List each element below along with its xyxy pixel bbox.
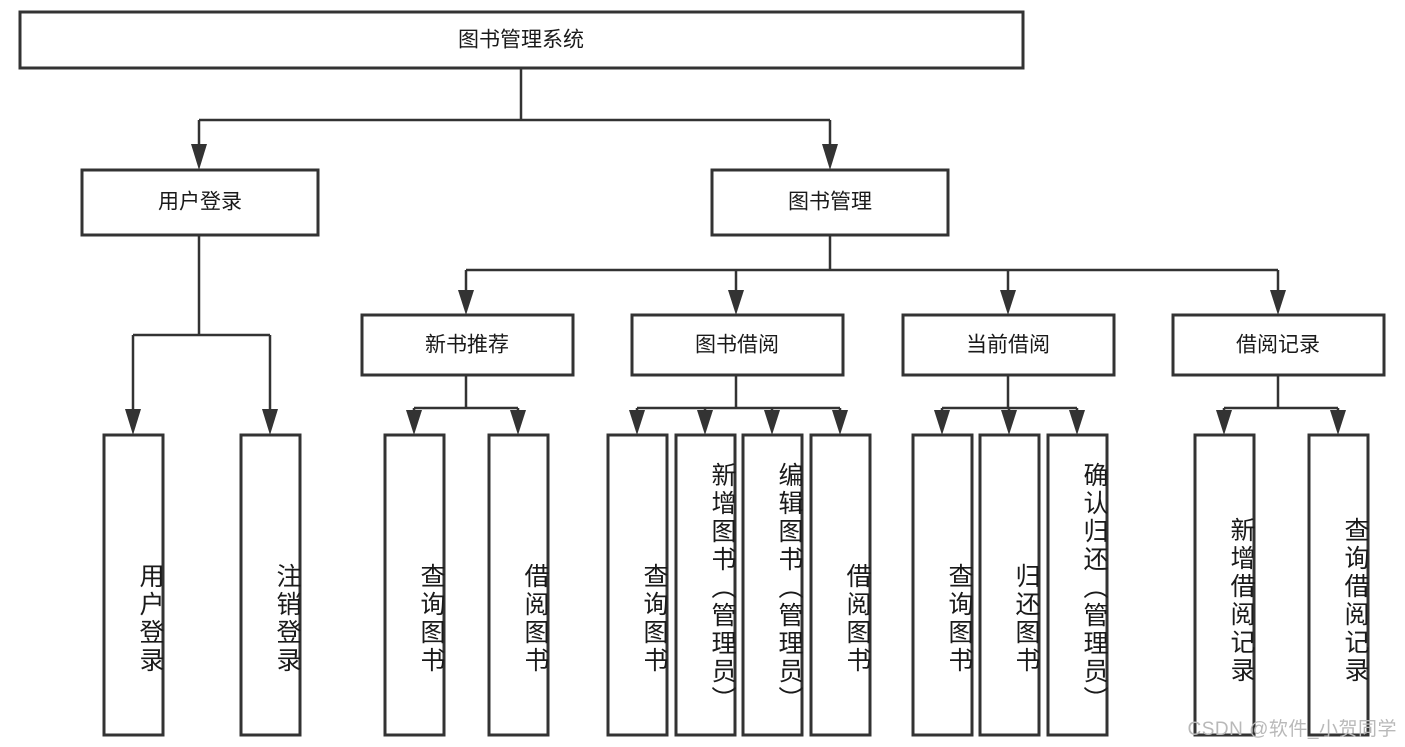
arrow-head-leaf-query-book-3 bbox=[934, 410, 950, 435]
arrow-head-borrow-record bbox=[1270, 290, 1286, 315]
leaf-box-add-record[interactable] bbox=[1193, 433, 1256, 737]
arrow-head-book-borrow bbox=[728, 290, 744, 315]
node-root-system[interactable]: 图书管理系统 bbox=[18, 10, 1025, 70]
node-current-borrow-box[interactable] bbox=[901, 313, 1116, 377]
arrow-head-user-login bbox=[191, 144, 207, 170]
connector-group-root bbox=[191, 68, 838, 170]
node-root-system-label: 图书管理系统 bbox=[458, 29, 584, 52]
arrow-head-leaf-return-book bbox=[1001, 410, 1017, 435]
arrow-head-leaf-query-book-2 bbox=[629, 410, 645, 435]
node-book-management-label: 图书管理 bbox=[788, 191, 872, 214]
arrow-head-book-mgmt bbox=[822, 144, 838, 170]
leaf-box-query-book-1[interactable] bbox=[383, 433, 446, 737]
leaf-box-query-book-2[interactable] bbox=[606, 433, 669, 737]
leaf-box-add-book[interactable] bbox=[674, 433, 737, 737]
arrow-head-leaf-add-book bbox=[697, 410, 713, 435]
node-user-login-label: 用户登录 bbox=[158, 191, 242, 214]
node-root-system-box[interactable] bbox=[18, 10, 1025, 70]
node-book-management-box[interactable] bbox=[710, 168, 950, 237]
arrow-head-leaf-borrow-book-1 bbox=[510, 410, 526, 435]
leaf-box-return-book[interactable] bbox=[978, 433, 1041, 737]
connector-group-book-mgmt bbox=[458, 235, 1286, 315]
node-new-book-recommend-box[interactable] bbox=[360, 313, 575, 377]
arrow-head-leaf-user-login bbox=[125, 409, 141, 435]
leaf-box-query-record[interactable] bbox=[1307, 433, 1370, 737]
node-borrow-record[interactable]: 借阅记录 bbox=[1171, 313, 1386, 377]
arrow-head-leaf-logout bbox=[262, 409, 278, 435]
arrow-head-leaf-confirm-return bbox=[1069, 410, 1085, 435]
node-borrow-record-box[interactable] bbox=[1171, 313, 1386, 377]
node-current-borrow-label: 当前借阅 bbox=[966, 334, 1050, 357]
arrow-head-leaf-query-record bbox=[1330, 410, 1346, 435]
arrow-head-new-book-rec bbox=[458, 290, 474, 315]
node-user-login[interactable]: 用户登录 bbox=[80, 168, 320, 237]
node-user-login-box[interactable] bbox=[80, 168, 320, 237]
node-book-borrow[interactable]: 图书借阅 bbox=[630, 313, 845, 377]
leaf-box-logout[interactable] bbox=[239, 433, 302, 737]
node-new-book-recommend[interactable]: 新书推荐 bbox=[360, 313, 575, 377]
leaf-box-edit-book[interactable] bbox=[741, 433, 804, 737]
node-new-book-recommend-label: 新书推荐 bbox=[425, 334, 509, 357]
connector-group-borrow-record bbox=[1216, 375, 1346, 435]
connector-group-new-book-rec bbox=[406, 375, 526, 435]
connector-group-user-login bbox=[125, 235, 278, 435]
arrow-head-current-borrow bbox=[1000, 290, 1016, 315]
connector-group-book-borrow bbox=[629, 375, 848, 435]
node-borrow-record-label: 借阅记录 bbox=[1236, 334, 1320, 357]
node-book-management[interactable]: 图书管理 bbox=[710, 168, 950, 237]
node-current-borrow[interactable]: 当前借阅 bbox=[901, 313, 1116, 377]
leaf-box-borrow-book-1[interactable] bbox=[487, 433, 550, 737]
arrow-head-leaf-edit-book bbox=[764, 410, 780, 435]
arrow-head-leaf-query-book-1 bbox=[406, 410, 422, 435]
leaf-box-query-book-3[interactable] bbox=[911, 433, 974, 737]
arrow-head-leaf-add-record bbox=[1216, 410, 1232, 435]
leaf-box-borrow-book-2[interactable] bbox=[809, 433, 872, 737]
node-book-borrow-label: 图书借阅 bbox=[695, 334, 779, 357]
csdn-watermark: CSDN @软件_小贺同学 bbox=[1187, 719, 1397, 740]
leaf-box-confirm-return[interactable] bbox=[1046, 433, 1109, 737]
leaf-box-user-login[interactable] bbox=[102, 433, 165, 737]
arrow-head-leaf-borrow-book-2 bbox=[832, 410, 848, 435]
connector-group-current-borrow bbox=[934, 375, 1085, 435]
node-book-borrow-box[interactable] bbox=[630, 313, 845, 377]
